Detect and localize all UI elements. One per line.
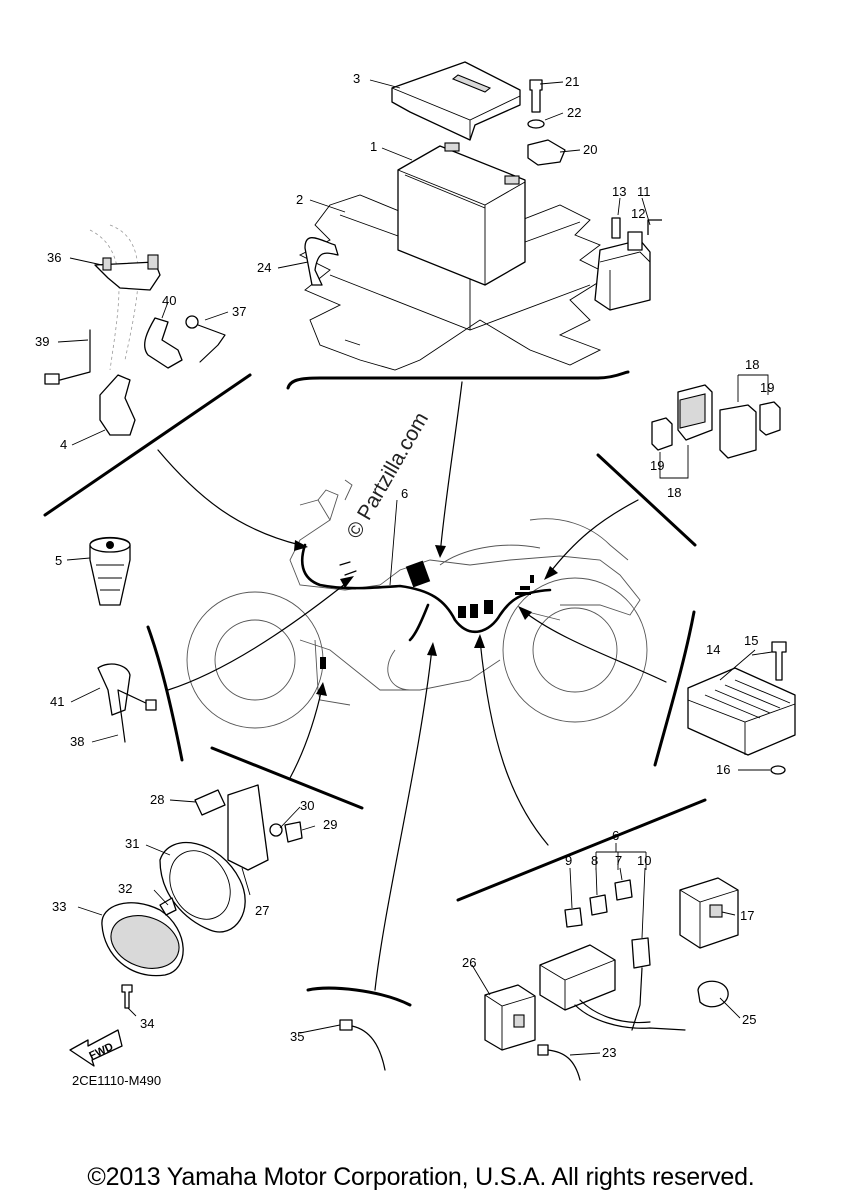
callout-1: 1 — [370, 139, 377, 154]
callout-31: 31 — [125, 836, 139, 851]
callout-39: 39 — [35, 334, 49, 349]
copyright-notice: ©2013 Yamaha Motor Corporation, U.S.A. A… — [87, 1163, 755, 1191]
callout-19-top: 19 — [760, 380, 774, 395]
left-upper-group — [44, 224, 226, 436]
group-brackets — [43, 370, 707, 1007]
watermark: © Partzilla.com — [342, 408, 433, 542]
callout-38: 38 — [70, 734, 84, 749]
fwd-arrow-icon: FWD — [69, 1029, 123, 1067]
callout-19-bottom: 19 — [650, 458, 664, 473]
callout-2: 2 — [296, 192, 303, 207]
fuse-box-group — [484, 843, 739, 1081]
callout-leaders — [57, 79, 773, 1056]
callout-21: 21 — [565, 74, 579, 89]
battery-group — [298, 61, 662, 371]
item-5-part — [89, 536, 131, 606]
callout-6-fuse: 6 — [612, 828, 619, 843]
callout-28: 28 — [150, 792, 164, 807]
group-arrows — [157, 381, 667, 991]
callout-15: 15 — [744, 633, 758, 648]
callout-16: 16 — [716, 762, 730, 777]
callout-29: 29 — [323, 817, 337, 832]
callout-24: 24 — [257, 260, 271, 275]
callout-18-bottom: 18 — [667, 485, 681, 500]
callout-11: 11 — [637, 184, 651, 199]
regulator-group — [687, 641, 796, 775]
callout-22: 22 — [567, 105, 581, 120]
callout-numbers: 3 1 2 24 21 22 20 13 11 12 36 40 37 39 4… — [35, 71, 774, 1060]
cable-tie-part — [339, 1019, 386, 1071]
callout-27: 27 — [255, 903, 269, 918]
callout-20: 20 — [583, 142, 597, 157]
callout-7: 7 — [615, 853, 622, 868]
callout-10: 10 — [637, 853, 651, 868]
callout-9: 9 — [565, 853, 572, 868]
callout-25: 25 — [742, 1012, 756, 1027]
callout-23: 23 — [602, 1045, 616, 1060]
callout-13: 13 — [612, 184, 626, 199]
callout-40: 40 — [162, 293, 176, 308]
callout-18-top: 18 — [745, 357, 759, 372]
headlight-group — [101, 784, 303, 1009]
callout-35: 35 — [290, 1029, 304, 1044]
callout-3: 3 — [353, 71, 360, 86]
callout-14: 14 — [706, 642, 720, 657]
motorcycle-outline — [186, 479, 648, 729]
callout-4: 4 — [60, 437, 67, 452]
callout-37: 37 — [232, 304, 246, 319]
callout-34: 34 — [140, 1016, 154, 1031]
callout-32: 32 — [118, 881, 132, 896]
callout-36: 36 — [47, 250, 61, 265]
callout-5: 5 — [55, 553, 62, 568]
diagram-code: 2CE1110-M490 — [72, 1073, 162, 1088]
wire-harness-on-bike — [300, 543, 552, 669]
relay-group — [651, 374, 781, 479]
callout-12: 12 — [631, 206, 645, 221]
watermark-text: © Partzilla.com — [342, 408, 433, 542]
callout-8: 8 — [591, 853, 598, 868]
item-41-38-part — [97, 663, 157, 743]
callout-33: 33 — [52, 899, 66, 914]
callout-26: 26 — [462, 955, 476, 970]
callout-17: 17 — [740, 908, 754, 923]
callout-41: 41 — [50, 694, 64, 709]
callout-6-bike: 6 — [401, 486, 408, 501]
callout-30: 30 — [300, 798, 314, 813]
